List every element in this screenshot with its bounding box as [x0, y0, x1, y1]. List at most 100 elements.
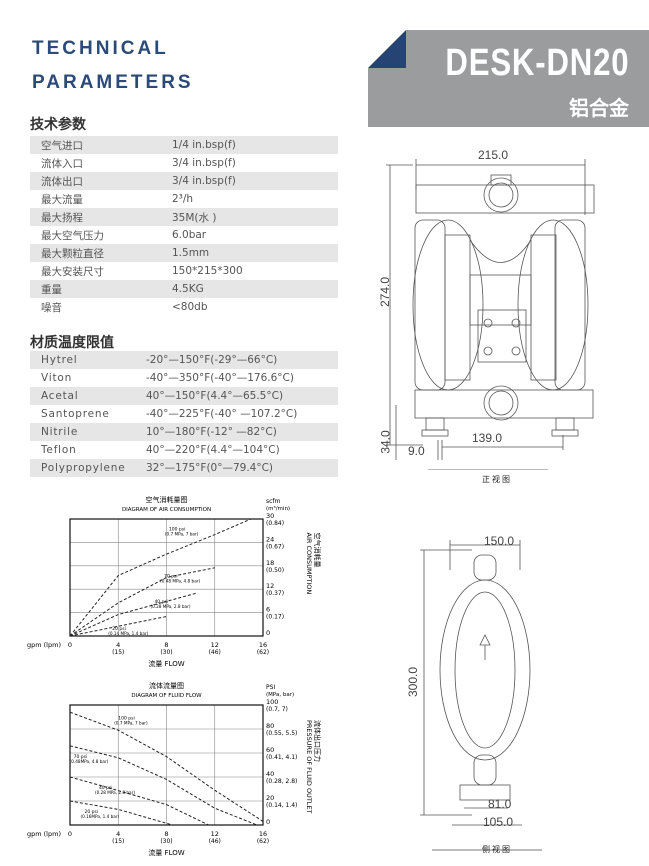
- series-label: 20 psi: [112, 626, 126, 632]
- y-tick-label: 12: [266, 582, 274, 590]
- chart-title: DIAGRAM OF FLUID FLOW: [131, 693, 202, 699]
- y-tick-label: 80: [266, 722, 274, 730]
- row-value: <80db: [172, 301, 208, 313]
- row-value: 40°—150°F(4.4°—65.5°C): [146, 390, 284, 402]
- chart-title-cn: 流体流量图: [149, 681, 184, 690]
- series-line-20-psi: [69, 800, 173, 826]
- row-label: Hytrel: [41, 354, 78, 366]
- y-tick-sublabel: (0.17): [266, 614, 284, 621]
- series-line-40-psi: [69, 776, 209, 826]
- row-label: Nitrile: [41, 426, 79, 438]
- row-value: -20°—150°F(-29°—66°C): [146, 354, 278, 366]
- y-tick-label: 100: [266, 698, 278, 706]
- series-line-100-psi: [69, 711, 264, 822]
- y-tick-sublabel: (0.7, 7): [266, 706, 288, 713]
- x-tick-sublabel: (15): [112, 838, 124, 845]
- series-line-100-psi: [69, 518, 252, 637]
- material-label: 铝合金: [569, 96, 629, 120]
- temp-limits-heading: 材质温度限值: [30, 335, 114, 351]
- row-value: 3/4 in.bsp(f): [172, 157, 236, 169]
- row-value: 1/4 in.bsp(f): [172, 139, 236, 151]
- row-value: 1.5mm: [172, 247, 210, 259]
- x-axis-title: 流量 FLOW: [148, 659, 184, 668]
- y-tick-sublabel: (0.50): [266, 567, 284, 574]
- table-row: Santoprene -40°—225°F(-40° —107.2°C): [30, 405, 338, 423]
- y-tick-label: 0: [266, 629, 270, 637]
- x-tick-label: 4: [116, 830, 120, 838]
- series-line-70-psi: [69, 567, 215, 637]
- x-tick-sublabel: (30): [160, 649, 172, 656]
- y-tick-label: 18: [266, 559, 274, 567]
- row-label: 噪音: [41, 301, 62, 314]
- x-unit: gpm (lpm): [27, 830, 61, 838]
- front-spacing-dim: 139.0: [472, 431, 503, 445]
- series-line-40-psi: [69, 592, 197, 637]
- tech-params-heading: 技术参数: [30, 117, 86, 133]
- y-tick-label: 30: [266, 512, 274, 520]
- table-row: 噪音 <80db: [30, 298, 338, 316]
- series-label: 20 psi: [84, 809, 98, 815]
- series-sublabel: (0.16MPa, 1.4 bar): [80, 814, 119, 819]
- row-value: 35M(水 ): [172, 211, 217, 224]
- y-tick-label: 6: [266, 606, 270, 614]
- y-tick-label: 40: [266, 770, 274, 778]
- series-label: 100 psi: [118, 715, 134, 721]
- row-value: -40°—225°F(-40° —107.2°C): [146, 408, 298, 420]
- front-view-caption: 正视图: [482, 475, 512, 484]
- y-tick-label: 24: [266, 535, 274, 543]
- y-tick-label: 20: [266, 794, 274, 802]
- y-axis-title-cn: 空气消耗量: [313, 533, 322, 568]
- title-line2: PARAMETERS: [32, 72, 194, 93]
- chart-title-cn: 空气消耗量图: [146, 495, 188, 504]
- x-tick-sublabel: (62): [257, 649, 269, 656]
- table-row: Hytrel -20°—150°F(-29°—66°C): [30, 351, 338, 369]
- x-tick-label: 16: [259, 641, 267, 649]
- side-width-dim: 150.0: [484, 534, 515, 548]
- series-label: 40 psi: [99, 785, 113, 791]
- x-tick-label: 8: [164, 830, 168, 838]
- x-tick-label: 8: [164, 641, 168, 649]
- y-tick-sublabel: (0.55, 5.5): [266, 730, 297, 737]
- temp-limits-table: Hytrel-20°—150°F(-29°—66°C)Viton-40°—350…: [30, 351, 338, 477]
- x-tick-label: 0: [68, 830, 72, 838]
- series-label: 70 psi: [164, 574, 178, 580]
- x-tick-sublabel: (15): [112, 649, 124, 656]
- y-unit-sub: (MPa, bar): [266, 692, 294, 698]
- row-value: 2³/h: [172, 193, 194, 205]
- series-sublabel: (0.7 MPa, 7 bar): [165, 532, 199, 537]
- series-label: 40 psi: [154, 599, 168, 605]
- side-height-dim: 300.0: [406, 666, 421, 698]
- model-banner: DESK-DN20 铝合金: [368, 30, 649, 127]
- y-unit-sub: (m³/min): [266, 505, 290, 512]
- series-sublabel: (0.48MPa, 4.8 bar): [70, 759, 109, 764]
- front-width-dim: 215.0: [478, 148, 509, 162]
- row-label: Teflon: [41, 444, 77, 456]
- table-row: Teflon 40°—220°F(4.4°—104°C): [30, 441, 338, 459]
- series-sublabel: (0.28 MPa, 2.8 bar): [95, 790, 135, 795]
- plot-frame: [69, 518, 264, 637]
- y-tick-label: 60: [266, 746, 274, 754]
- row-value: 40°—220°F(4.4°—104°C): [146, 444, 280, 456]
- row-label: Santoprene: [41, 408, 110, 420]
- row-value: -40°—350°F(-40°—176.6°C): [146, 372, 294, 384]
- side-view-caption: 侧视图: [482, 845, 512, 854]
- model-name: DESK-DN20: [444, 42, 629, 84]
- side-view-drawing: [420, 540, 542, 851]
- title-line1: TECHNICAL: [32, 38, 169, 59]
- x-tick-sublabel: (46): [209, 649, 221, 656]
- x-tick-label: 16: [259, 830, 267, 838]
